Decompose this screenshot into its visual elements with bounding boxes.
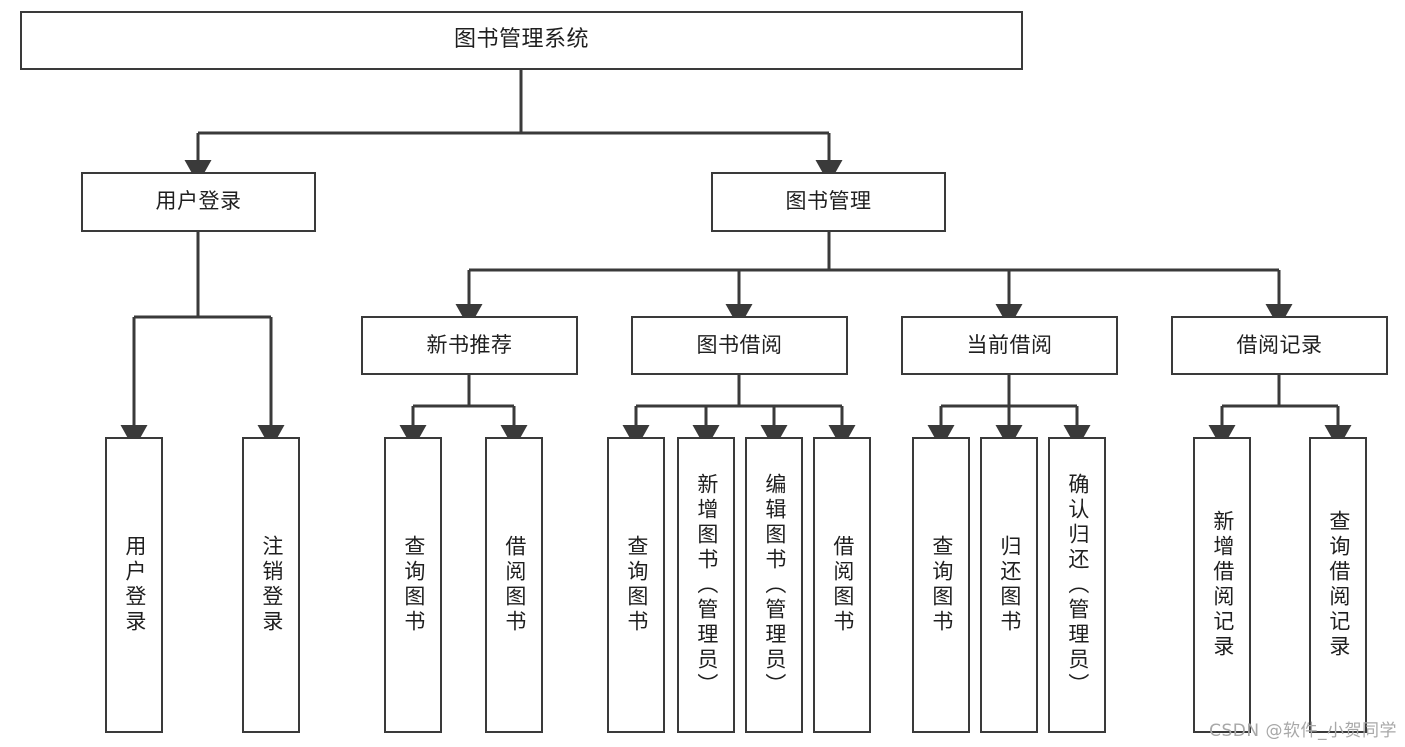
node-label: 查询图书 <box>401 535 426 635</box>
node-label: 图书管理系统 <box>453 27 589 53</box>
node-label: 编辑图书（管理员） <box>762 472 787 698</box>
node-label: 查询图书 <box>929 535 954 635</box>
node-label: 用户登录 <box>122 535 147 635</box>
leaf-borrow-add-book[interactable]: 新增图书（管理员） <box>677 437 735 733</box>
node-label: 确认归还（管理员） <box>1065 472 1090 698</box>
node-current-borrow[interactable]: 当前借阅 <box>901 316 1118 375</box>
node-book-borrow[interactable]: 图书借阅 <box>631 316 848 375</box>
node-user-login[interactable]: 用户登录 <box>81 172 316 232</box>
leaf-borrow-query-book[interactable]: 查询图书 <box>607 437 665 733</box>
node-label: 当前借阅 <box>966 332 1053 357</box>
leaf-new-book-borrow[interactable]: 借阅图书 <box>485 437 543 733</box>
leaf-user-login-login[interactable]: 用户登录 <box>105 437 163 733</box>
leaf-current-query-book[interactable]: 查询图书 <box>912 437 970 733</box>
node-label: 新书推荐 <box>426 332 513 357</box>
node-label: 借阅记录 <box>1236 332 1323 357</box>
node-label: 注销登录 <box>259 535 284 635</box>
node-new-book-recommend[interactable]: 新书推荐 <box>361 316 578 375</box>
node-label: 查询借阅记录 <box>1326 510 1351 660</box>
node-label: 图书管理 <box>785 189 872 214</box>
leaf-new-book-query[interactable]: 查询图书 <box>384 437 442 733</box>
leaf-current-return-book[interactable]: 归还图书 <box>980 437 1038 733</box>
node-root-system[interactable]: 图书管理系统 <box>20 11 1023 70</box>
leaf-borrow-edit-book[interactable]: 编辑图书（管理员） <box>745 437 803 733</box>
leaf-current-confirm-return[interactable]: 确认归还（管理员） <box>1048 437 1106 733</box>
leaf-record-add[interactable]: 新增借阅记录 <box>1193 437 1251 733</box>
node-label: 借阅图书 <box>502 535 527 635</box>
watermark-text: CSDN @软件_小贺同学 <box>1209 721 1397 741</box>
node-borrow-record[interactable]: 借阅记录 <box>1171 316 1388 375</box>
leaf-record-query[interactable]: 查询借阅记录 <box>1309 437 1367 733</box>
node-label: 查询图书 <box>624 535 649 635</box>
node-label: 归还图书 <box>997 535 1022 635</box>
node-label: 借阅图书 <box>830 535 855 635</box>
node-label: 新增借阅记录 <box>1210 510 1235 660</box>
leaf-user-login-logout[interactable]: 注销登录 <box>242 437 300 733</box>
node-book-management[interactable]: 图书管理 <box>711 172 946 232</box>
node-label: 新增图书（管理员） <box>694 472 719 698</box>
node-label: 图书借阅 <box>696 332 783 357</box>
leaf-borrow-borrow-book[interactable]: 借阅图书 <box>813 437 871 733</box>
node-label: 用户登录 <box>155 189 242 214</box>
